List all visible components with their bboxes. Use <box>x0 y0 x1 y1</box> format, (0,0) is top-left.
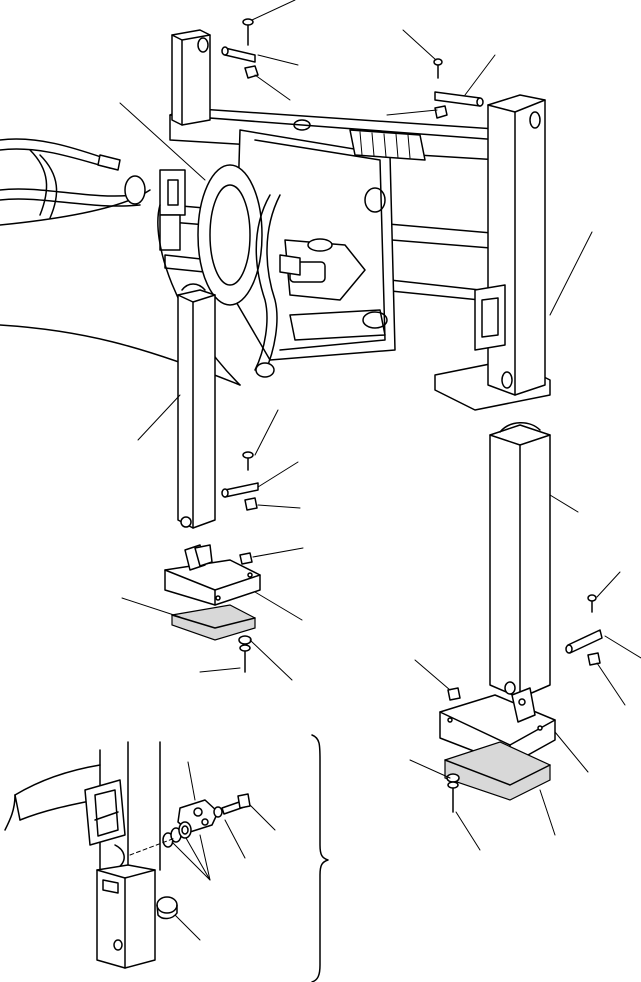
pin <box>434 91 481 107</box>
pin <box>224 482 259 498</box>
fasteners <box>221 18 603 813</box>
nut <box>244 497 258 511</box>
detail-brace <box>311 734 329 982</box>
left-column-upper <box>171 29 211 126</box>
detail-view <box>4 741 276 969</box>
nut <box>434 105 448 119</box>
nut <box>447 687 461 701</box>
bolt <box>242 18 254 46</box>
hydraulic-hoses <box>0 138 151 226</box>
bolt <box>242 451 254 471</box>
pin <box>567 629 603 654</box>
bolt <box>239 644 251 673</box>
right-foot-plate <box>439 687 556 766</box>
pin <box>224 47 256 63</box>
right-column-upper <box>474 94 546 396</box>
nut <box>239 552 253 565</box>
left-foot-pad <box>171 604 256 641</box>
right-foot-pad <box>444 741 551 801</box>
washer <box>238 635 252 645</box>
nut <box>587 652 601 666</box>
left-leg <box>177 283 216 529</box>
bolt <box>433 58 443 79</box>
right-leg <box>489 422 551 699</box>
bolt <box>587 594 597 613</box>
bolt <box>447 781 459 813</box>
left-foot-plate <box>164 544 261 606</box>
leader-lines <box>119 0 641 851</box>
main-frame <box>0 107 551 411</box>
